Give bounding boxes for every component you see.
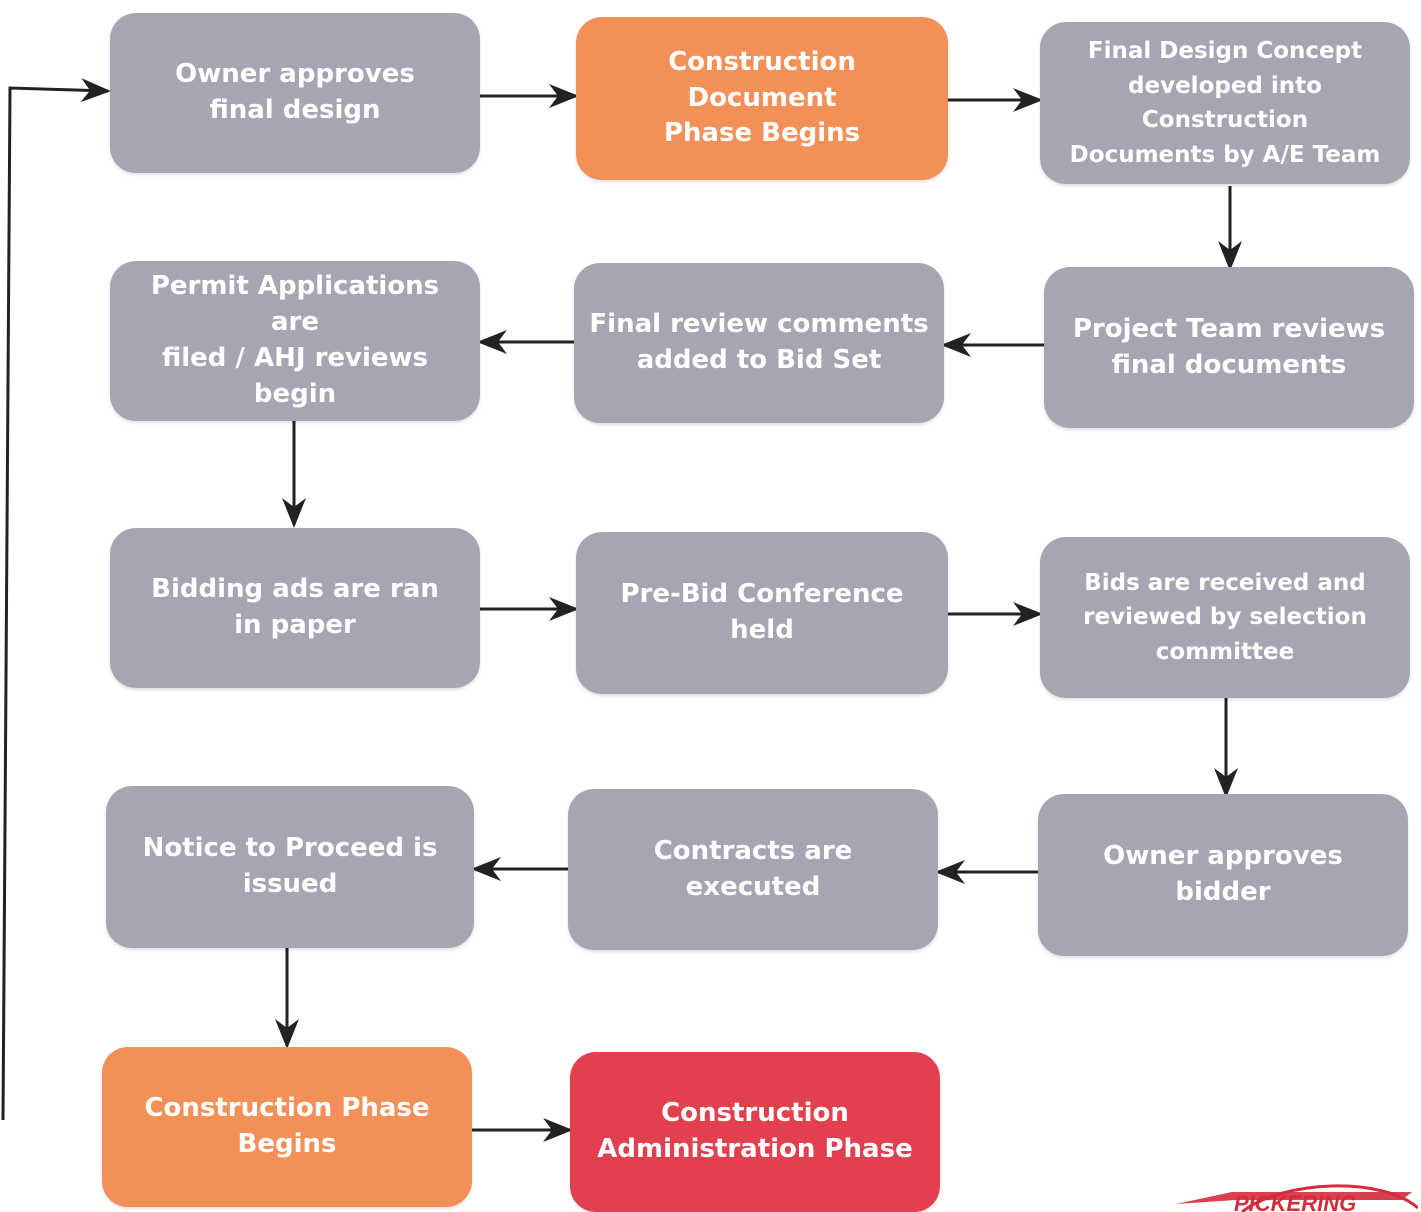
step-permit-applications: Permit Applications are filed / AHJ revi… (110, 261, 480, 421)
step-label: Project Team reviews final documents (1072, 313, 1386, 380)
step-review-comments: Final review comments added to Bid Set (574, 263, 944, 423)
step-label: Owner approves bidder (1103, 841, 1343, 907)
step-contracts-executed: Contracts are executed (568, 789, 938, 950)
logo-text: PICKERING (1234, 1191, 1356, 1212)
step-construction-phase-begins: Construction Phase Begins (102, 1047, 472, 1207)
step-label: Owner approves final design (175, 59, 415, 125)
step-construction-admin-phase: Construction Administration Phase (570, 1052, 940, 1212)
step-label: Final Design Concept developed into Cons… (1069, 38, 1381, 168)
step-label: Bidding ads are ran in paper (151, 574, 439, 640)
step-label: Pre-Bid Conference held (620, 579, 904, 645)
step-label: Notice to Proceed is issued (142, 833, 438, 899)
logo-swoosh (1176, 1192, 1412, 1204)
step-cd-phase-begins: Construction Document Phase Begins (576, 17, 948, 180)
step-label: Construction Administration Phase (597, 1098, 913, 1164)
loop-back-connector (1, 78, 111, 1121)
logo-arc (1241, 1184, 1418, 1212)
step-team-reviews: Project Team reviews final documents (1044, 267, 1414, 428)
step-label: Construction Phase Begins (144, 1093, 430, 1159)
step-owner-approves-bidder: Owner approves bidder (1038, 794, 1408, 956)
step-notice-to-proceed: Notice to Proceed is issued (106, 786, 474, 948)
step-bids-received: Bids are received and reviewed by select… (1040, 537, 1410, 698)
step-owner-approves-design: Owner approves final design (110, 13, 480, 173)
pickering-logo: PICKERING (1176, 1184, 1418, 1212)
step-design-concept-developed: Final Design Concept developed into Cons… (1040, 22, 1410, 184)
step-label: Construction Document Phase Begins (663, 46, 861, 149)
step-bidding-ads: Bidding ads are ran in paper (110, 528, 480, 688)
step-pre-bid-conference: Pre-Bid Conference held (576, 532, 948, 694)
step-label: Bids are received and reviewed by select… (1083, 569, 1367, 665)
step-label: Contracts are executed (653, 835, 853, 902)
step-label: Final review comments added to Bid Set (589, 309, 929, 375)
step-label: Permit Applications are filed / AHJ revi… (150, 271, 440, 409)
